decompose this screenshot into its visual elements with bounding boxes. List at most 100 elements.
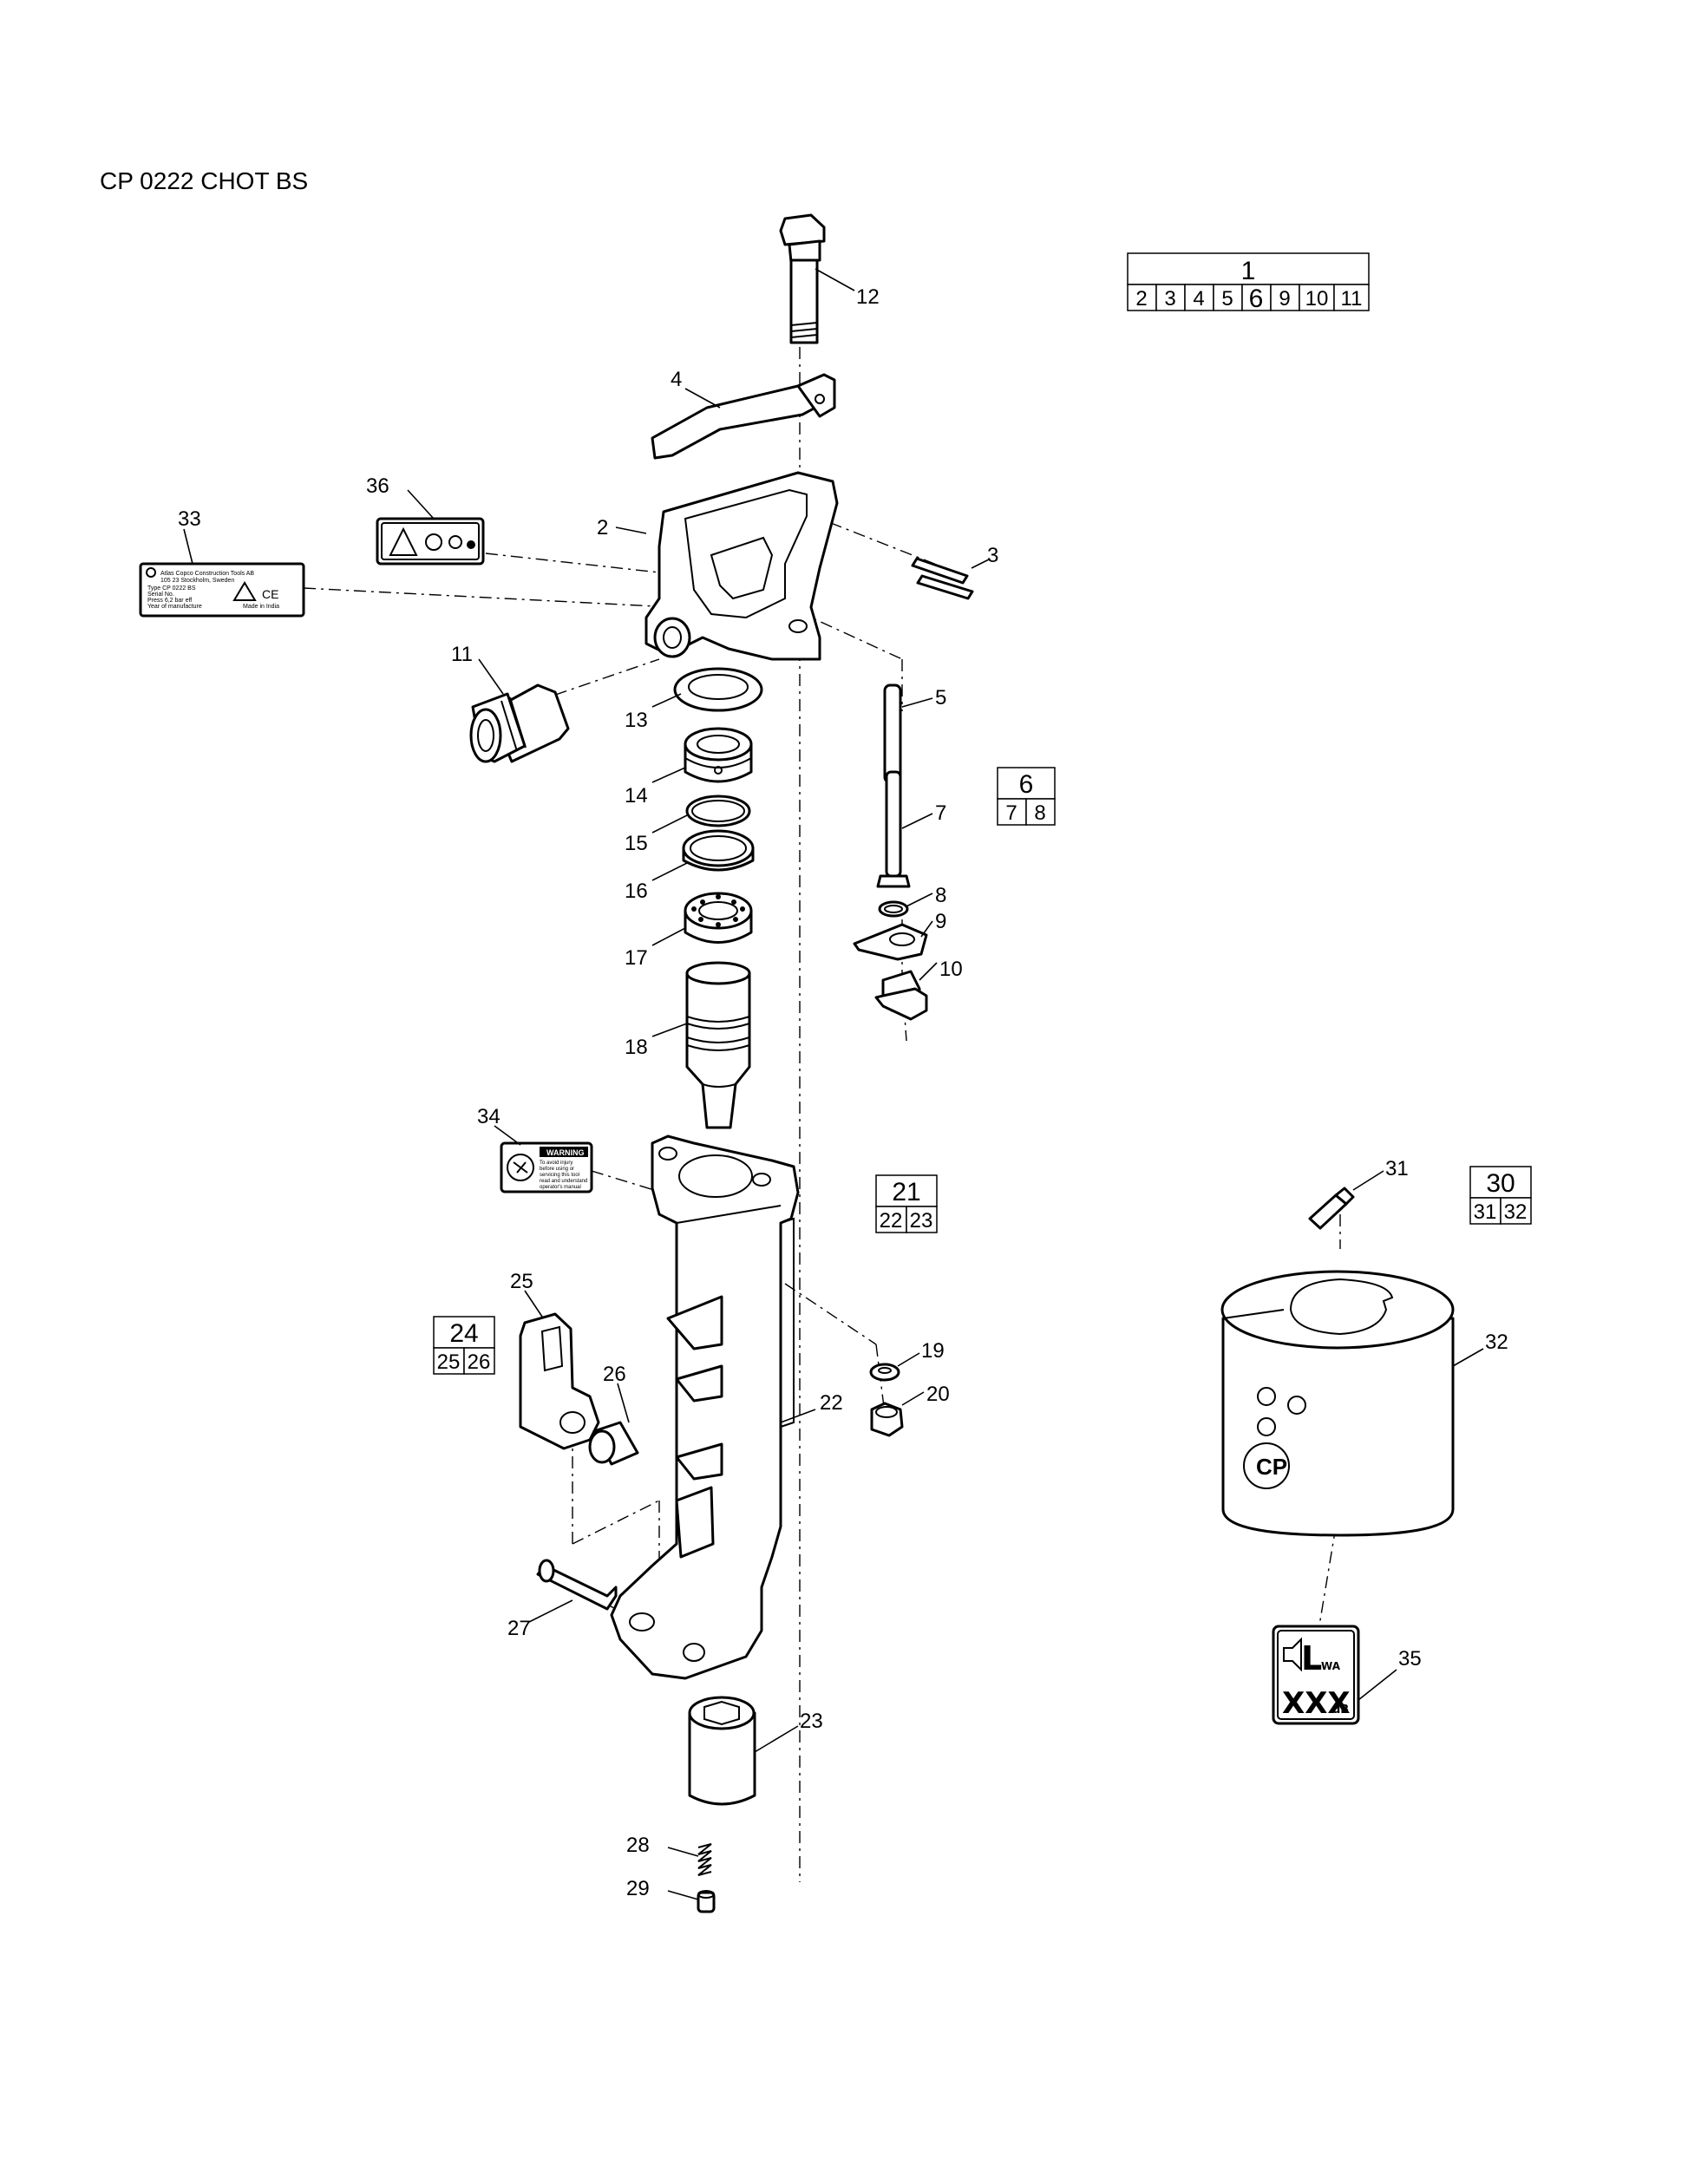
nameplate-ce-mark: CE [262,587,278,601]
part-29-plug [667,1890,716,1913]
part-4-handle-grip [651,373,836,460]
callout-36: 36 [366,474,389,498]
kit-box-30: 30 31 32 [1469,1166,1532,1225]
callout-23: 23 [800,1710,823,1733]
callout-31: 31 [1385,1157,1409,1180]
kit-box-21: 21 22 23 [875,1174,938,1233]
kit-24-part-26: 26 [468,1350,491,1374]
part-18-piston [651,961,751,1129]
callout-20: 20 [926,1383,950,1406]
callout-14: 14 [625,784,648,808]
kit-1-main: 1 [1241,257,1256,285]
callout-9: 9 [935,910,946,933]
noise-label-value: XXX [1282,1686,1351,1721]
kit-1-part-11: 11 [1341,287,1363,311]
callout-27: 27 [507,1617,531,1640]
part-3-pins [911,557,990,600]
nameplate-line-2: 105 23 Stockholm, Sweden [160,578,234,584]
warning-label-line-3: servicing this tool [540,1173,579,1178]
kit-6-part-8: 8 [1034,801,1045,825]
part-35-noise-label: L WA XXX dB [1272,1625,1397,1725]
part-13-ring [651,667,763,712]
part-7-valve-rod [876,770,933,888]
part-11-air-inlet-nipple [469,658,570,763]
callout-2: 2 [597,516,608,539]
callout-25: 25 [510,1270,533,1293]
nameplate-line-5: Press 6,2 bar eff [147,598,192,604]
kit-box-1: 1 2 3 4 5 6 9 10 11 [1127,252,1370,313]
kit-6-part-7: 7 [1005,801,1017,825]
part-15-o-ring [651,794,751,834]
part-33-nameplate: Atlas Copco Construction Tools AB 105 23… [139,528,305,618]
callout-12: 12 [856,285,880,309]
cp-logo: CP [1256,1454,1287,1480]
warning-label-line-5: operator's manual [540,1185,581,1190]
part-26-bushing [588,1383,639,1466]
kit-1-part-6: 6 [1249,284,1264,313]
part-14-valve-housing [651,727,753,783]
kit-box-24: 24 25 26 [433,1316,495,1375]
callout-4: 4 [671,368,682,391]
kit-30-main: 30 [1486,1169,1515,1198]
part-12-bolt [779,213,855,344]
part-5-pin [883,683,933,784]
part-8-o-ring [878,893,933,918]
noise-label-symbol: L [1301,1639,1322,1677]
callout-22: 22 [820,1391,843,1415]
callout-3: 3 [987,544,998,567]
kit-21-main: 21 [892,1178,920,1206]
part-34-warning-label: WARNING To avoid injury before using or … [494,1125,593,1193]
warning-label-line-2: before using or [540,1167,574,1172]
callout-17: 17 [625,946,648,970]
part-9-gasket [853,920,933,961]
nameplate-line-6: Year of manufacture [147,604,202,610]
part-19-washer [869,1352,920,1382]
callout-numbers: 12 4 36 33 2 3 11 13 5 14 7 15 16 8 9 17… [178,285,1508,1900]
callout-29: 29 [626,1877,650,1900]
kit-30-part-32: 32 [1504,1200,1528,1224]
part-23-chuck-bushing [688,1696,799,1806]
callout-11: 11 [451,643,473,666]
part-36-pictogram-label [376,489,485,566]
kit-24-part-25: 25 [437,1350,461,1374]
part-27-pin [528,1559,618,1623]
callout-13: 13 [625,709,648,732]
callout-35: 35 [1398,1647,1422,1671]
kit-box-6: 6 7 8 [997,767,1056,826]
nameplate-line-7: Made in India [243,604,279,610]
part-22-cylinder [610,1135,816,1680]
kit-1-part-2: 2 [1135,287,1147,311]
callout-10: 10 [939,958,963,981]
callout-19: 19 [921,1339,945,1363]
warning-label-line-4: read and understand [540,1179,587,1184]
callout-34: 34 [477,1105,501,1128]
kit-1-part-9: 9 [1279,287,1290,311]
callout-32: 32 [1485,1331,1508,1354]
nameplate-line-3: Type CP 0222 BS [147,585,196,592]
noise-label-unit: dB [1332,1703,1349,1716]
kit-1-part-10: 10 [1305,287,1329,311]
kit-1-part-3: 3 [1164,287,1175,311]
callout-18: 18 [625,1036,648,1059]
part-2-handle-body [615,471,839,661]
kit-1-part-4: 4 [1193,287,1204,311]
callout-5: 5 [935,686,946,709]
part-20-nut [870,1391,925,1437]
nameplate-line-4: Serial No. [147,592,174,598]
warning-label-line-1: To avoid injury [540,1161,572,1166]
warning-label-heading: WARNING [546,1148,585,1157]
callout-8: 8 [935,884,946,907]
part-10-plug [874,962,938,1021]
callout-15: 15 [625,832,648,855]
kit-21-part-22: 22 [880,1209,903,1233]
callout-26: 26 [603,1363,626,1386]
callout-7: 7 [935,801,946,825]
noise-label-subscript: WA [1321,1660,1341,1672]
part-28-spring [667,1843,712,1876]
kit-21-part-23: 23 [910,1209,933,1233]
part-16-ring [651,829,755,881]
assembly-centerlines [303,347,1341,1882]
part-17-valve [651,892,753,946]
part-31-screw [1308,1170,1384,1230]
